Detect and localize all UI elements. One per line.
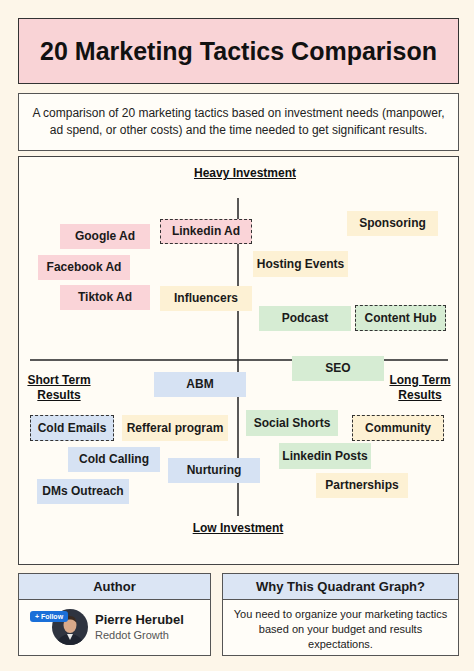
axis-label: Long Term Results	[382, 373, 458, 403]
tactic-box: Cold Emails	[30, 415, 114, 441]
tactic-box: ABM	[154, 372, 246, 397]
horizontal-axis	[30, 359, 448, 361]
tactic-label: Influencers	[174, 292, 238, 305]
author-company: Reddot Growth	[95, 629, 169, 641]
tactic-label: Refferal program	[127, 422, 224, 435]
tactic-label: Linkedin Posts	[282, 450, 367, 463]
tactic-box: Nurturing	[168, 458, 260, 483]
card-header: Author	[19, 574, 210, 600]
tactic-label: Partnerships	[325, 479, 398, 492]
tactic-box: Hosting Events	[253, 251, 348, 277]
tactic-label: Google Ad	[75, 230, 135, 243]
tactic-label: Nurturing	[187, 464, 242, 477]
tactic-box: Linkedin Ad	[160, 219, 252, 244]
card-body: You need to organize your marketing tact…	[231, 607, 450, 652]
tactic-label: Tiktok Ad	[78, 291, 132, 304]
tactic-box: Refferal program	[122, 415, 228, 441]
tactic-label: DMs Outreach	[42, 485, 123, 498]
tactic-box: Podcast	[259, 306, 351, 331]
follow-badge: + Follow	[30, 611, 68, 622]
tactic-label: ABM	[186, 378, 213, 391]
tactic-box: Content Hub	[355, 305, 446, 331]
tactic-box: Community	[352, 415, 444, 441]
tactic-box: SEO	[292, 356, 384, 381]
tactic-box: DMs Outreach	[37, 479, 129, 504]
description-text: A comparison of 20 marketing tactics bas…	[29, 105, 448, 139]
axis-label: Short Term Results	[22, 373, 96, 403]
tactic-label: Sponsoring	[359, 217, 426, 230]
tactic-label: Podcast	[282, 312, 329, 325]
axis-label: Low Investment	[186, 521, 290, 536]
author-name: Pierre Herubel	[95, 612, 184, 627]
tactic-label: Content Hub	[365, 312, 437, 325]
follow-text: + Follow	[35, 613, 63, 621]
tactic-box: Cold Calling	[68, 447, 160, 472]
tactic-label: Cold Calling	[79, 453, 149, 466]
tactic-box: Partnerships	[316, 473, 408, 498]
tactic-label: SEO	[325, 362, 350, 375]
tactic-label: Community	[365, 422, 431, 435]
tactic-box: Linkedin Posts	[279, 443, 371, 469]
card-header: Why This Quadrant Graph?	[223, 574, 458, 600]
tactic-box: Tiktok Ad	[60, 285, 150, 310]
tactic-label: Cold Emails	[38, 422, 107, 435]
tactic-label: Social Shorts	[254, 417, 331, 430]
title-text: 20 Marketing Tactics Comparison	[40, 37, 437, 66]
tactic-box: Influencers	[160, 286, 252, 311]
tactic-label: Linkedin Ad	[172, 225, 240, 238]
tactic-box: Facebook Ad	[38, 255, 130, 280]
author-card: AuthorPierre HerubelReddot Growth + Follo…	[18, 573, 211, 656]
tactic-label: Facebook Ad	[47, 261, 122, 274]
tactic-box: Sponsoring	[347, 211, 438, 236]
description-box: A comparison of 20 marketing tactics bas…	[18, 93, 459, 151]
tactic-label: Hosting Events	[257, 258, 344, 271]
axis-label: Heavy Investment	[193, 166, 297, 181]
title-banner: 20 Marketing Tactics Comparison	[18, 18, 459, 84]
tactic-box: Social Shorts	[246, 410, 338, 436]
explanation-card: Why This Quadrant Graph? You need to orga…	[222, 573, 459, 656]
tactic-box: Google Ad	[60, 224, 150, 249]
